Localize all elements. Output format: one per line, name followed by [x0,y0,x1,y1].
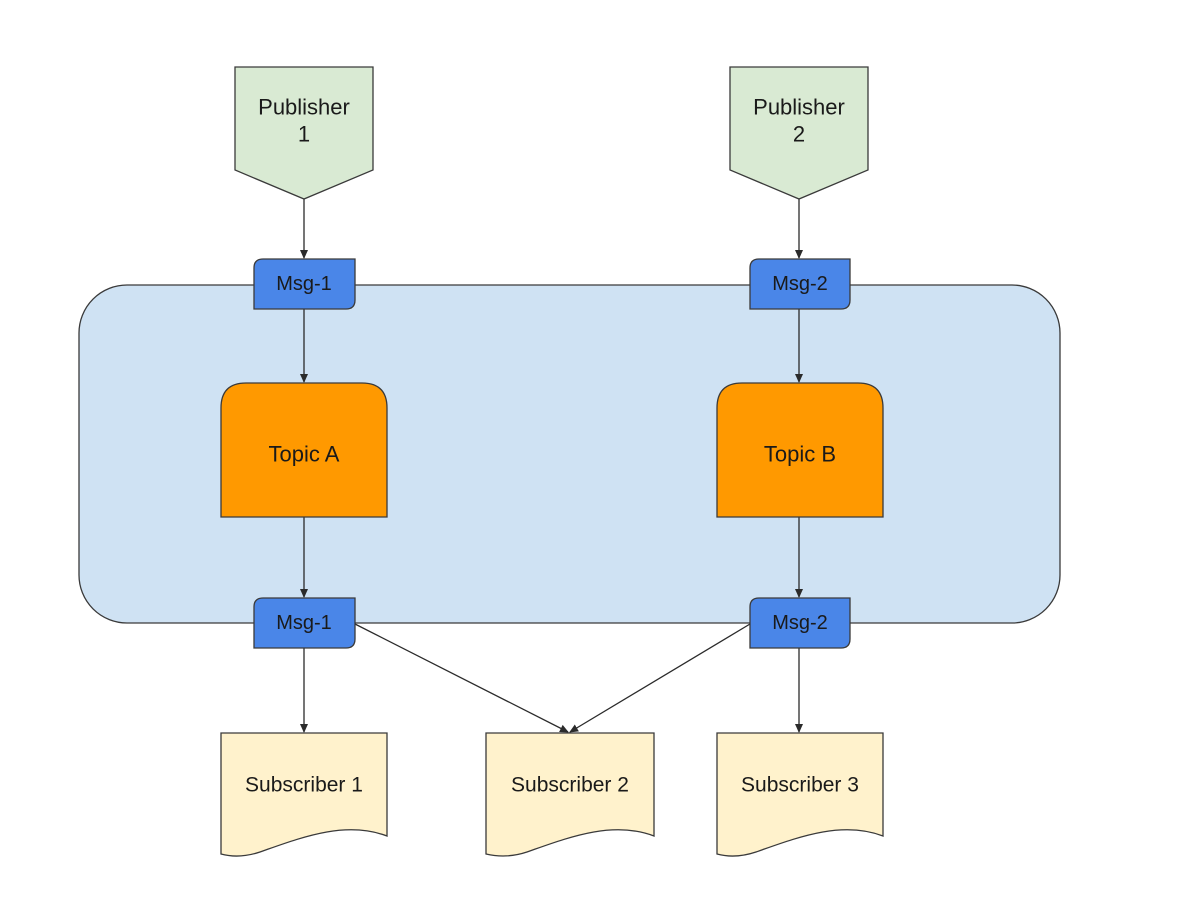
publisher-1-shape [234,66,374,200]
edge-msg2-to-subscriber2 [569,623,751,733]
publisher-2-shape [729,66,869,200]
message-msg2-out-label: Msg-2 [772,612,828,634]
subscriber-2: Subscriber 2 [485,732,655,857]
publisher-2-label-line1: Publisher [753,95,845,120]
message-msg1-in-label: Msg-1 [276,273,332,295]
message-msg2-in: Msg-2 [749,258,851,310]
publisher-1-label-line2: 1 [298,122,310,147]
topic-a-shape [220,382,388,518]
subscriber-3-shape [716,732,884,857]
connectors [300,199,803,733]
message-msg1-in-shape [253,258,356,310]
message-msg2-out-shape [749,597,851,649]
message-msg1-out-label: Msg-1 [276,612,332,634]
message-msg2-in-label: Msg-2 [772,273,828,295]
topic-a-label: Topic A [269,442,340,467]
publisher-2: Publisher 2 [729,66,869,200]
topic-b-shape [716,382,884,518]
message-msg1-out-shape [253,597,356,649]
subscriber-3-label: Subscriber 3 [741,774,859,797]
topic-b-label: Topic B [764,442,836,467]
subscriber-3: Subscriber 3 [716,732,884,857]
broker-container [78,284,1061,624]
subscriber-1: Subscriber 1 [220,732,388,857]
publisher-1-label-line1: Publisher [258,95,350,120]
subscriber-1-shape [220,732,388,857]
subscriber-2-shape [485,732,655,857]
message-msg1-in: Msg-1 [253,258,356,310]
topic-a: Topic A [220,382,388,518]
message-msg1-out: Msg-1 [253,597,356,649]
message-msg2-out: Msg-2 [749,597,851,649]
publisher-2-label-line2: 2 [793,122,805,147]
topic-b: Topic B [716,382,884,518]
subscriber-2-label: Subscriber 2 [511,774,629,797]
subscriber-1-label: Subscriber 1 [245,774,363,797]
publisher-1: Publisher 1 [234,66,374,200]
message-msg2-in-shape [749,258,851,310]
edge-msg1-to-subscriber2 [354,623,569,733]
